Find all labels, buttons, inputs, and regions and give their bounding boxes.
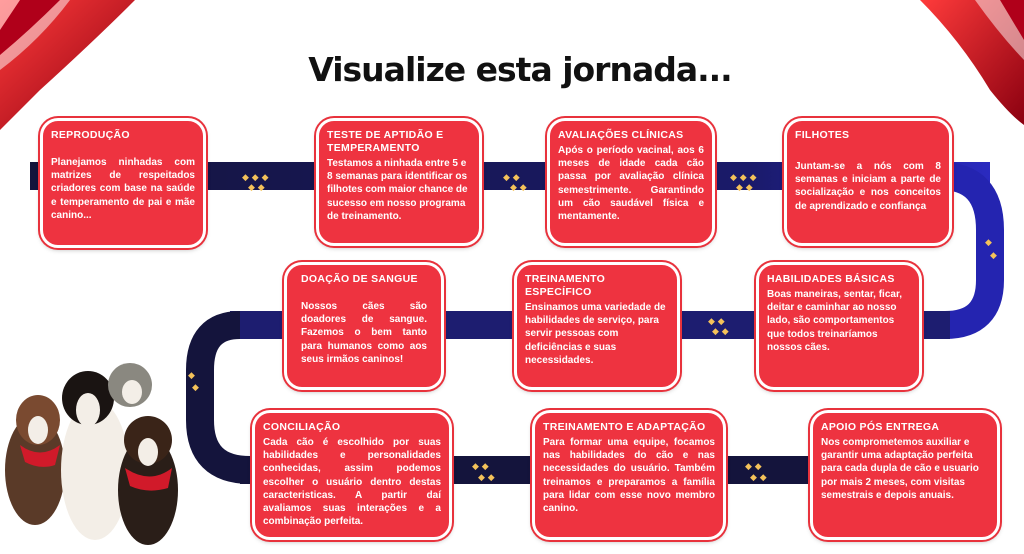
svg-text:◆ ◆: ◆ ◆ bbox=[503, 173, 520, 183]
step-card-treinamento-adaptacao: TREINAMENTO E ADAPTAÇÃO Para formar uma … bbox=[532, 410, 726, 540]
step-title: REPRODUÇÃO bbox=[51, 129, 130, 141]
svg-text:◆ ◆ ◆: ◆ ◆ ◆ bbox=[242, 173, 269, 183]
road-curve-left bbox=[186, 311, 251, 484]
step-title: CONCILIAÇÃO bbox=[263, 421, 341, 433]
curtain-left bbox=[0, 0, 135, 130]
step-text: Nos comprometemos auxiliar e garantir um… bbox=[821, 437, 979, 501]
step-title: TREINAMENTO ESPECÍFICO bbox=[525, 273, 606, 298]
road-curve-right bbox=[939, 162, 1004, 339]
step-card-habilidades-basicas: HABILIDADES BÁSICAS Boas maneiras, senta… bbox=[756, 262, 922, 390]
step-title: TREINAMENTO E ADAPTAÇÃO bbox=[543, 421, 706, 433]
step-card-teste-aptidao: TESTE DE APTIDÃO E TEMPERAMENTO Testamos… bbox=[316, 118, 482, 246]
svg-text:◆: ◆ bbox=[192, 383, 199, 393]
curtain-right bbox=[920, 0, 1024, 125]
svg-text:◆ ◆: ◆ ◆ bbox=[510, 183, 527, 193]
road-start bbox=[0, 162, 30, 190]
step-title: FILHOTES bbox=[795, 129, 850, 141]
page-title: Visualize esta jornada... bbox=[308, 50, 732, 89]
svg-text:◆ ◆: ◆ ◆ bbox=[478, 473, 495, 483]
dog-group-illustration bbox=[5, 363, 178, 545]
svg-text:◆: ◆ bbox=[990, 251, 997, 261]
svg-text:◆ ◆: ◆ ◆ bbox=[736, 183, 753, 193]
step-title: DOAÇÃO DE SANGUE bbox=[301, 273, 418, 285]
step-text: Após o período vacinal, aos 6 meses de i… bbox=[558, 145, 704, 223]
paw-print-icon: ◆ ◆ ◆◆ ◆ ◆ ◆◆ ◆ ◆ ◆ ◆◆ ◆ ◆◆ ◆ ◆◆ ◆ ◆◆ ◆ … bbox=[188, 173, 997, 483]
step-text: Ensinamos uma variedade de habilidades d… bbox=[525, 302, 666, 366]
step-text: Planejamos ninhadas com matrizes de resp… bbox=[51, 157, 195, 221]
step-text: Nossos cães são doadores de sangue. Faze… bbox=[301, 301, 427, 365]
step-text: Boas maneiras, sentar, ficar, deitar e c… bbox=[767, 289, 903, 353]
step-card-doacao-sangue: DOAÇÃO DE SANGUE Nossos cães são doadore… bbox=[284, 262, 444, 390]
svg-text:◆ ◆: ◆ ◆ bbox=[248, 183, 265, 193]
step-text: Para formar uma equipe, focamos nas habi… bbox=[543, 437, 715, 515]
step-title: HABILIDADES BÁSICAS bbox=[767, 273, 895, 285]
svg-text:◆ ◆: ◆ ◆ bbox=[750, 473, 767, 483]
step-card-treinamento-especifico: TREINAMENTO ESPECÍFICO Ensinamos uma var… bbox=[514, 262, 680, 390]
step-text: Cada cão é escolhido por suas habilidade… bbox=[263, 437, 441, 528]
svg-text:◆: ◆ bbox=[985, 238, 992, 248]
step-title: TESTE DE APTIDÃO E TEMPERAMENTO bbox=[327, 129, 444, 154]
svg-text:◆ ◆: ◆ ◆ bbox=[708, 317, 725, 327]
step-text: Juntam-se a nós com 8 semanas e iniciam … bbox=[795, 161, 941, 212]
step-card-conciliacao: CONCILIAÇÃO Cada cão é escolhido por sua… bbox=[252, 410, 452, 540]
step-card-reproducao: REPRODUÇÃO Planejamos ninhadas com matri… bbox=[40, 118, 206, 248]
step-card-apoio-pos-entrega: APOIO PÓS ENTREGA Nos comprometemos auxi… bbox=[810, 410, 1000, 540]
step-title: APOIO PÓS ENTREGA bbox=[821, 421, 940, 433]
svg-text:◆ ◆ ◆: ◆ ◆ ◆ bbox=[730, 173, 757, 183]
step-card-filhotes: FILHOTES Juntam-se a nós com 8 semanas e… bbox=[784, 118, 952, 246]
svg-text:◆ ◆: ◆ ◆ bbox=[472, 462, 489, 472]
step-text: Testamos a ninhada entre 5 e 8 semanas p… bbox=[327, 158, 468, 222]
step-title: AVALIAÇÕES CLÍNICAS bbox=[558, 129, 684, 141]
svg-text:◆: ◆ bbox=[188, 371, 195, 381]
svg-text:◆ ◆: ◆ ◆ bbox=[745, 462, 762, 472]
svg-text:◆ ◆: ◆ ◆ bbox=[712, 327, 729, 337]
step-card-avaliacoes-clinicas: AVALIAÇÕES CLÍNICAS Após o período vacin… bbox=[547, 118, 715, 246]
